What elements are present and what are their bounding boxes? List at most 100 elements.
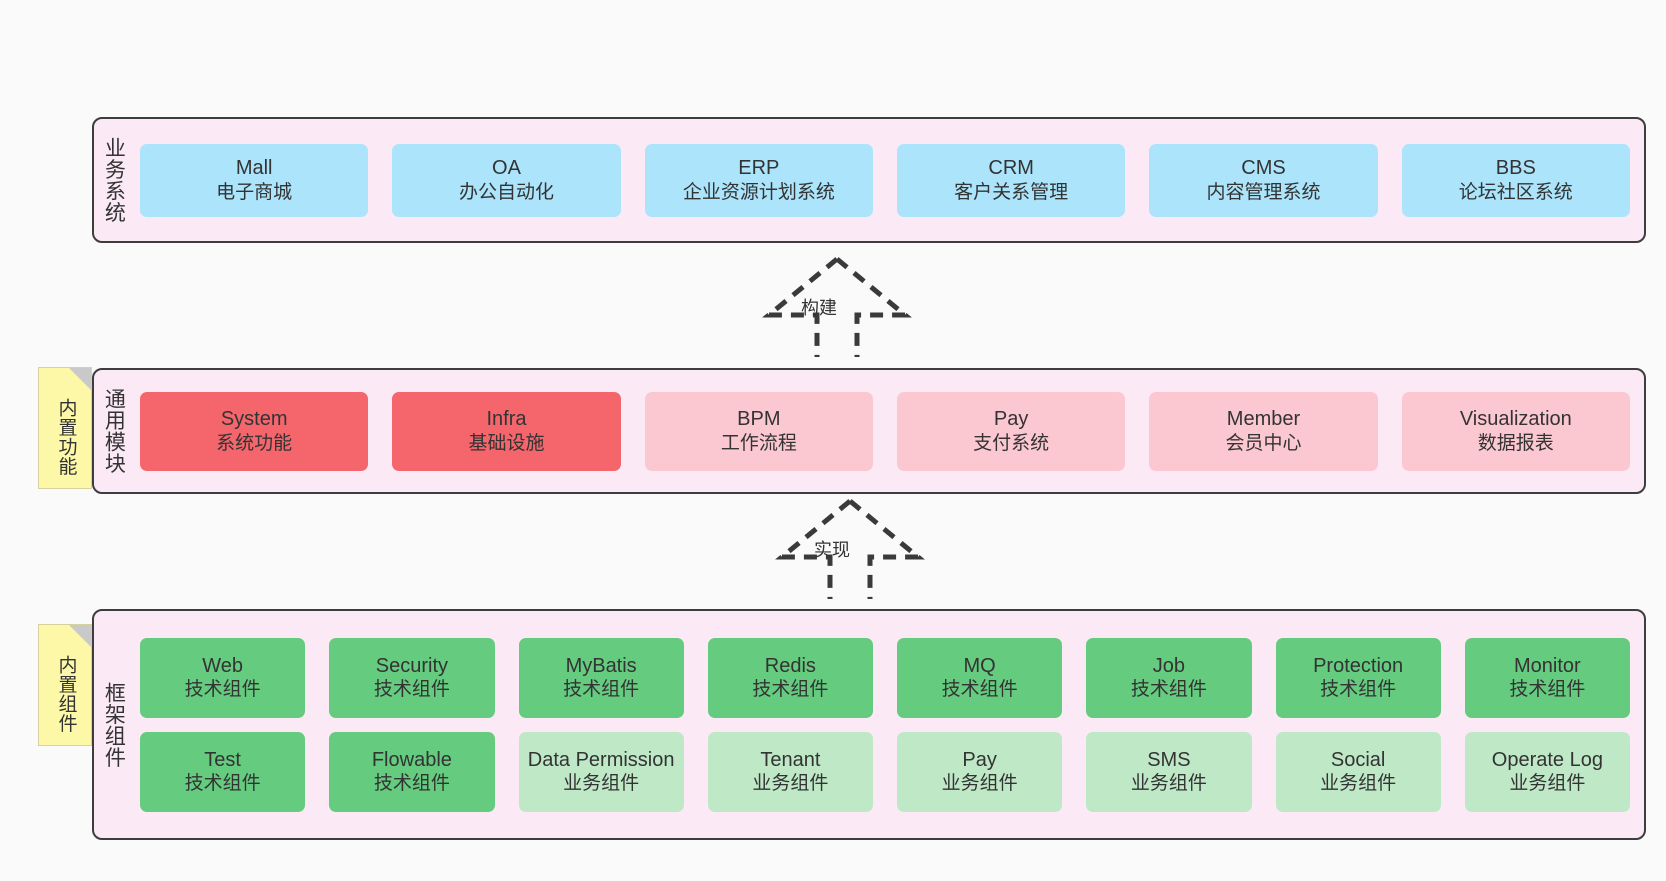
framework-card-row-tech: Web 技术组件 Security 技术组件 MyBatis 技术组件 Redi… <box>140 637 1630 718</box>
card-flowable-en: Flowable <box>371 748 452 771</box>
layer-framework-component-title: 框架组件 <box>102 681 126 768</box>
card-erp-en: ERP <box>738 157 780 180</box>
card-bbs-en: BBS <box>1495 157 1536 180</box>
card-job-cn: 技术组件 <box>1130 679 1207 701</box>
card-crm-cn: 客户关系管理 <box>954 181 1069 203</box>
card-infra[interactable]: Infra 基础设施 <box>392 391 621 471</box>
card-bbs[interactable]: BBS 论坛社区系统 <box>1401 143 1630 217</box>
card-pay-component-cn: 业务组件 <box>941 773 1018 795</box>
card-tenant-en: Tenant <box>760 748 821 771</box>
card-system[interactable]: System 系统功能 <box>140 391 369 471</box>
layer-common-module-title: 通用模块 <box>102 388 126 474</box>
card-mq[interactable]: MQ 技术组件 <box>897 637 1063 718</box>
layer-business-system: 业务系统 Mall 电子商城 OA 办公自动化 ERP 企业资源计划系统 CRM <box>92 117 1646 243</box>
card-data-permission-en: Data Permission <box>527 748 675 771</box>
card-sms-cn: 业务组件 <box>1130 773 1207 795</box>
card-visualization-en: Visualization <box>1459 408 1572 431</box>
card-tenant-cn: 业务组件 <box>752 773 829 795</box>
card-pay-component[interactable]: Pay 业务组件 <box>897 731 1063 812</box>
card-mybatis-en: MyBatis <box>565 654 637 677</box>
card-visualization[interactable]: Visualization 数据报表 <box>1401 391 1630 471</box>
card-oa-en: OA <box>492 157 521 180</box>
layer-common-module: 通用模块 System 系统功能 Infra 基础设施 BPM 工作流程 Pay <box>92 368 1646 494</box>
card-member-en: Member <box>1226 408 1301 431</box>
card-sms[interactable]: SMS 业务组件 <box>1086 731 1252 812</box>
card-operate-log[interactable]: Operate Log 业务组件 <box>1464 731 1630 812</box>
card-monitor-en: Monitor <box>1514 654 1581 677</box>
card-bbs-cn: 论坛社区系统 <box>1458 181 1573 203</box>
card-protection[interactable]: Protection 技术组件 <box>1275 637 1441 718</box>
card-sms-en: SMS <box>1147 748 1191 771</box>
card-data-permission-cn: 业务组件 <box>563 773 640 795</box>
card-test-cn: 技术组件 <box>184 773 261 795</box>
layer-framework-component: 框架组件 Web 技术组件 Security 技术组件 MyBatis 技术组件… <box>92 609 1646 840</box>
card-web[interactable]: Web 技术组件 <box>140 637 306 718</box>
card-member[interactable]: Member 会员中心 <box>1149 391 1378 471</box>
card-social[interactable]: Social 业务组件 <box>1275 731 1441 812</box>
card-operate-log-cn: 业务组件 <box>1509 773 1586 795</box>
card-job-en: Job <box>1152 654 1185 677</box>
card-mall-en: Mall <box>235 157 273 180</box>
card-bpm[interactable]: BPM 工作流程 <box>644 391 873 471</box>
card-mybatis[interactable]: MyBatis 技术组件 <box>518 637 684 718</box>
card-data-permission[interactable]: Data Permission 业务组件 <box>518 731 684 812</box>
card-mq-en: MQ <box>963 654 996 677</box>
card-system-en: System <box>220 408 288 431</box>
card-tenant[interactable]: Tenant 业务组件 <box>707 731 873 812</box>
card-redis-cn: 技术组件 <box>752 679 829 701</box>
card-cms-en: CMS <box>1241 157 1286 180</box>
card-web-cn: 技术组件 <box>184 679 261 701</box>
card-mall[interactable]: Mall 电子商城 <box>140 143 369 217</box>
card-infra-en: Infra <box>486 408 527 431</box>
card-oa[interactable]: OA 办公自动化 <box>392 143 621 217</box>
card-job[interactable]: Job 技术组件 <box>1086 637 1252 718</box>
card-infra-cn: 基础设施 <box>468 432 545 454</box>
card-oa-cn: 办公自动化 <box>458 181 554 203</box>
layer-framework-component-body: Web 技术组件 Security 技术组件 MyBatis 技术组件 Redi… <box>132 611 1644 838</box>
card-flowable-cn: 技术组件 <box>373 773 450 795</box>
card-redis-en: Redis <box>764 654 816 677</box>
card-security-en: Security <box>375 654 448 677</box>
card-pay-component-en: Pay <box>962 748 997 771</box>
card-social-cn: 业务组件 <box>1320 773 1397 795</box>
card-pay-module[interactable]: Pay 支付系统 <box>896 391 1126 471</box>
common-card-row: System 系统功能 Infra 基础设施 BPM 工作流程 Pay 支付系统… <box>140 391 1630 471</box>
card-system-cn: 系统功能 <box>216 432 293 454</box>
card-pay-module-en: Pay <box>993 408 1029 431</box>
connector-build: 构建 <box>757 253 917 358</box>
card-crm[interactable]: CRM 客户关系管理 <box>896 143 1126 217</box>
card-mall-cn: 电子商城 <box>216 181 293 203</box>
sticky-note-builtin-function: 内置功能 <box>38 367 92 489</box>
card-redis[interactable]: Redis 技术组件 <box>707 637 873 718</box>
card-monitor[interactable]: Monitor 技术组件 <box>1464 637 1630 718</box>
card-protection-cn: 技术组件 <box>1320 679 1397 701</box>
connector-implement-label: 实现 <box>814 540 850 560</box>
card-crm-en: CRM <box>988 157 1034 180</box>
layer-common-module-body: System 系统功能 Infra 基础设施 BPM 工作流程 Pay 支付系统… <box>132 370 1644 492</box>
card-security-cn: 技术组件 <box>373 679 450 701</box>
card-cms-cn: 内容管理系统 <box>1206 181 1321 203</box>
card-erp-cn: 企业资源计划系统 <box>682 181 835 203</box>
connector-build-label: 构建 <box>801 298 837 318</box>
card-protection-en: Protection <box>1313 654 1404 677</box>
card-cms[interactable]: CMS 内容管理系统 <box>1149 143 1378 217</box>
card-bpm-cn: 工作流程 <box>720 432 797 454</box>
card-flowable[interactable]: Flowable 技术组件 <box>329 731 495 812</box>
card-erp[interactable]: ERP 企业资源计划系统 <box>644 143 873 217</box>
connector-build-shape <box>762 257 912 357</box>
layer-business-system-title: 业务系统 <box>102 137 126 223</box>
card-visualization-cn: 数据报表 <box>1477 432 1554 454</box>
connector-implement-shape <box>775 499 925 599</box>
card-mq-cn: 技术组件 <box>941 679 1018 701</box>
card-test[interactable]: Test 技术组件 <box>140 731 306 812</box>
sticky-note-builtin-component: 内置组件 <box>38 624 92 746</box>
business-card-row: Mall 电子商城 OA 办公自动化 ERP 企业资源计划系统 CRM 客户关系… <box>140 143 1630 217</box>
card-security[interactable]: Security 技术组件 <box>329 637 495 718</box>
layer-business-system-body: Mall 电子商城 OA 办公自动化 ERP 企业资源计划系统 CRM 客户关系… <box>132 119 1644 241</box>
card-web-en: Web <box>202 654 243 677</box>
card-mybatis-cn: 技术组件 <box>563 679 640 701</box>
card-bpm-en: BPM <box>737 408 781 431</box>
card-test-en: Test <box>204 748 241 771</box>
framework-card-row-business: Test 技术组件 Flowable 技术组件 Data Permission … <box>140 731 1630 812</box>
